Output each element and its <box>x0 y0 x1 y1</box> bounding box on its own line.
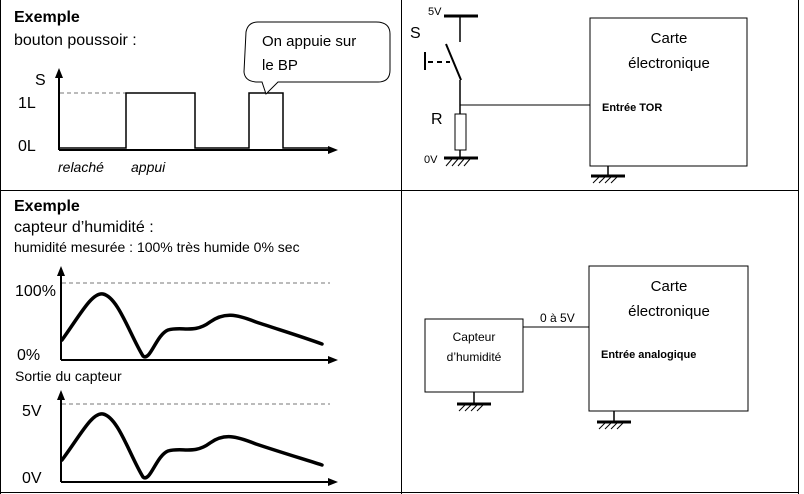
panel-heading: Exemple <box>14 9 80 26</box>
sensor-label-line-1: Capteur <box>453 330 496 344</box>
graph1-y-arrow <box>57 266 65 276</box>
card-title-line-2: électronique <box>628 55 710 72</box>
callout-line-2: le BP <box>262 57 298 74</box>
card-input-label: Entrée analogique <box>601 349 696 361</box>
y-axis-arrow <box>55 68 63 78</box>
wire-label: 0 à 5V <box>540 311 575 325</box>
graph2-curve <box>60 412 324 480</box>
switch-contact <box>445 43 462 81</box>
graph1-bottom-label: 0% <box>17 347 40 364</box>
card-ground-hatch <box>598 422 624 430</box>
panel-note: humidité mesurée : 100% très humide 0% s… <box>14 239 300 255</box>
signal-waveform <box>59 92 330 149</box>
switch-s-label: S <box>410 25 421 42</box>
panel-subheading: capteur d’humidité : <box>14 219 154 236</box>
graph1-top-label: 100% <box>15 283 56 300</box>
card-box <box>589 17 748 167</box>
card-title-line-1: Carte <box>651 30 688 47</box>
graph2-caption: Sortie du capteur <box>15 368 122 384</box>
graph2-y-arrow <box>57 390 65 400</box>
humidity-panel: Exemple capteur d’humidité : humidité me… <box>14 198 338 487</box>
ground-hatch <box>445 158 471 167</box>
graph1-curve <box>60 292 324 359</box>
card-title-line-2: électronique <box>628 303 710 320</box>
card-input-label: Entrée TOR <box>602 102 662 114</box>
level-0l-label: 0L <box>18 138 36 155</box>
push-button-panel: Exemple bouton poussoir : S 1L 0L relach… <box>14 9 391 175</box>
sensor-box <box>424 318 524 393</box>
callout-line-1: On appuie sur <box>262 33 356 50</box>
label-5v: 5V <box>428 6 442 18</box>
card-ground-hatch <box>592 176 618 184</box>
card-title-line-1: Carte <box>651 278 688 295</box>
level-1l-label: 1L <box>18 95 36 112</box>
label-appui: appui <box>131 159 166 175</box>
tor-circuit-panel: 5V S R 0V Carte électronique Entrée TOR <box>410 6 748 184</box>
graph2-top-label: 5V <box>22 403 42 420</box>
graph2-bottom-label: 0V <box>22 470 42 487</box>
card-box <box>588 265 749 412</box>
label-0v: 0V <box>424 154 438 166</box>
callout-bubble <box>243 21 391 95</box>
resistor <box>454 113 467 151</box>
analog-circuit-panel: Capteur d’humidité 0 à 5V Carte électron… <box>424 265 749 430</box>
panel-heading: Exemple <box>14 198 80 215</box>
sensor-label-line-2: d’humidité <box>447 350 502 364</box>
label-relache: relaché <box>58 159 104 175</box>
graph1-x-arrow <box>328 356 338 364</box>
axis-s-label: S <box>35 72 46 89</box>
graph2-x-arrow <box>328 478 338 486</box>
sensor-ground-hatch <box>458 404 484 412</box>
resistor-r-label: R <box>431 111 443 128</box>
x-axis-arrow <box>328 146 338 154</box>
panel-subheading: bouton poussoir : <box>14 32 137 49</box>
